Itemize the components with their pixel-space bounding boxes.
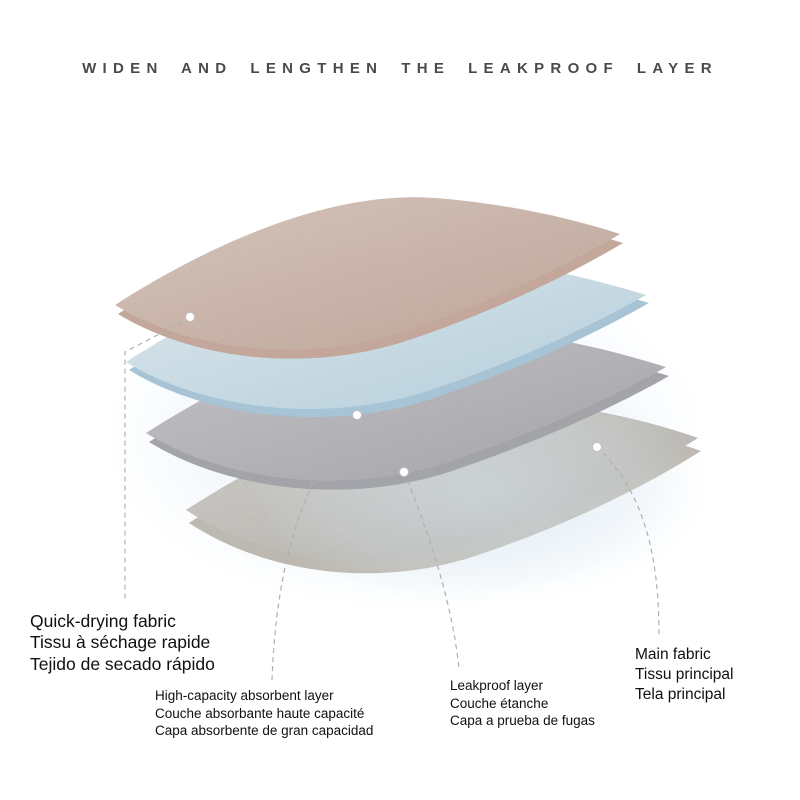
label-leakproof-en: Leakproof layer (450, 678, 544, 693)
label-absorbent: High-capacity absorbent layer Couche abs… (155, 687, 373, 740)
leader-line-quick-drying (124, 317, 191, 602)
label-quick-drying-fr: Tissu à séchage rapide (30, 632, 211, 653)
anchor-dots (185, 312, 602, 477)
layer-quick-drying-fabric (115, 197, 623, 359)
label-absorbent-fr: Couche absorbante haute capacité (155, 705, 365, 721)
leader-line-main-fabric (596, 446, 660, 637)
label-absorbent-en: High-capacity absorbent layer (155, 688, 334, 703)
leader-lines (124, 317, 660, 681)
anchor-dot-quick-drying (185, 312, 195, 322)
anchor-dot-leakproof (399, 467, 409, 477)
leader-line-leakproof (403, 471, 460, 669)
label-quick-drying-es: Tejido de secado rápido (30, 653, 215, 674)
page-title: WIDEN AND LENGTHEN THE LEAKPROOF LAYER (82, 60, 718, 77)
label-main-fabric: Main fabric Tissu principal Tela princip… (635, 645, 734, 704)
label-main-fabric-fr: Tissu principal (635, 665, 734, 683)
anchor-dot-main-fabric (592, 442, 602, 452)
label-leakproof-es: Capa a prueba de fugas (450, 713, 595, 729)
label-absorbent-es: Capa absorbente de gran capacidad (155, 723, 374, 739)
label-leakproof-fr: Couche étanche (450, 695, 549, 711)
label-quick-drying: Quick-drying fabric Tissu à séchage rapi… (30, 611, 215, 675)
anchor-dot-absorbent (352, 410, 362, 420)
label-main-fabric-en: Main fabric (635, 646, 711, 663)
label-quick-drying-en: Quick-drying fabric (30, 611, 176, 631)
label-main-fabric-es: Tela principal (635, 685, 726, 703)
label-leakproof: Leakproof layer Couche étanche Capa a pr… (450, 677, 595, 730)
